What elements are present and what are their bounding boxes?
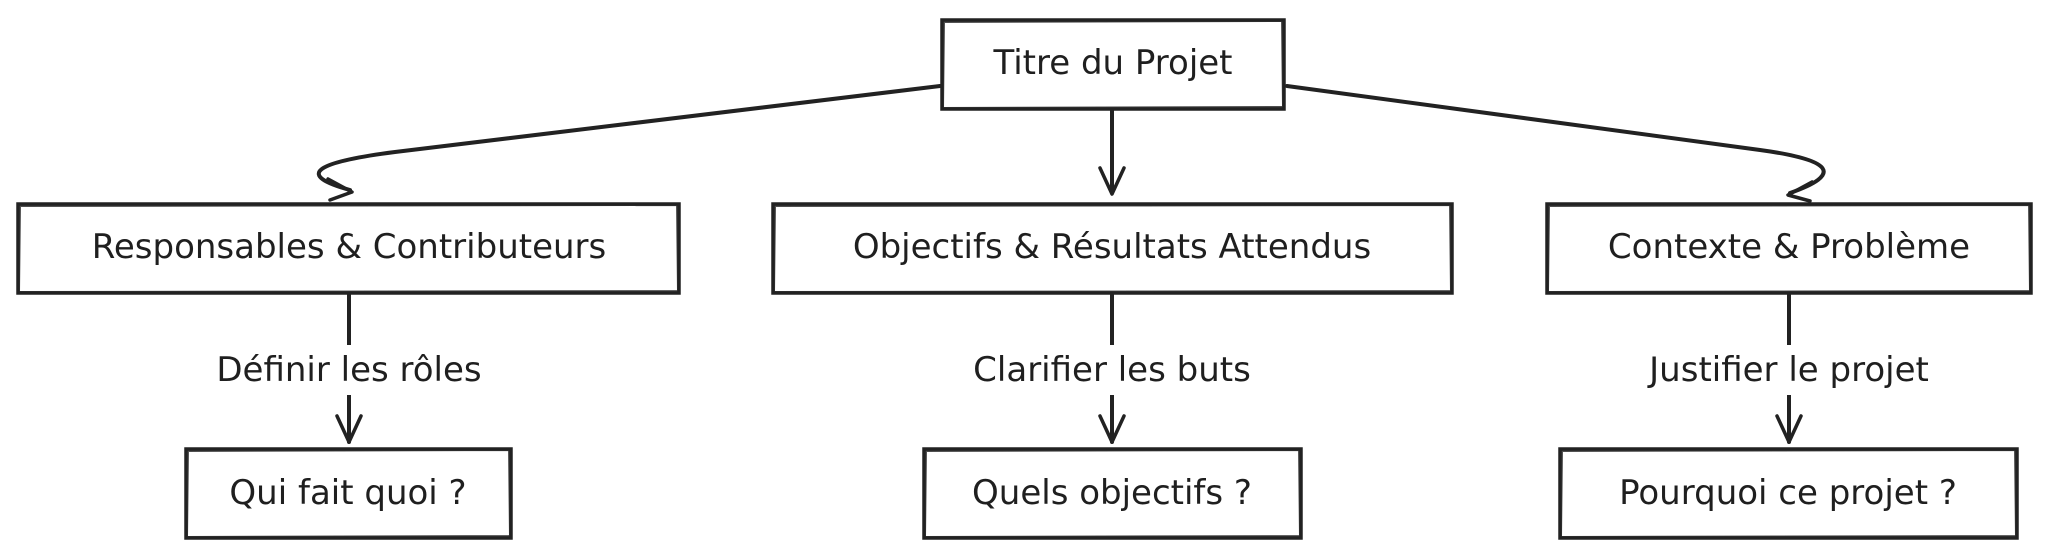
edge-label-roles: Définir les rôles (195, 345, 505, 395)
edge-root-to-roles (316, 84, 942, 202)
edge-label-define-roles: Définir les rôles (216, 350, 481, 390)
edge-label-clarify-goals: Clarifier les buts (973, 350, 1251, 390)
edge-label-goals: Clarifier les buts (950, 345, 1274, 395)
node-roles: Responsables & Contributeurs (16, 202, 681, 295)
node-why-label: Pourquoi ce projet ? (1619, 473, 1957, 513)
node-goals-label: Objectifs & Résultats Attendus (853, 227, 1371, 267)
node-who: Qui fait quoi ? (184, 447, 513, 540)
node-which-label: Quels objectifs ? (972, 473, 1252, 513)
node-root-label: Titre du Projet (992, 43, 1232, 83)
node-root: Titre du Projet (940, 18, 1286, 111)
node-who-label: Qui fait quoi ? (229, 473, 466, 513)
node-context-label: Contexte & Problème (1608, 227, 1970, 267)
edge-label-context: Justifier le projet (1620, 345, 1958, 395)
node-context: Contexte & Problème (1545, 202, 2033, 295)
edge-label-justify-project: Justifier le projet (1647, 350, 1929, 390)
edge-root-to-context (1285, 84, 1826, 203)
node-which: Quels objectifs ? (922, 447, 1303, 540)
node-roles-label: Responsables & Contributeurs (92, 227, 606, 267)
node-why: Pourquoi ce projet ? (1558, 447, 2019, 540)
edge-root-to-goals (1098, 108, 1126, 196)
node-goals: Objectifs & Résultats Attendus (771, 202, 1454, 295)
